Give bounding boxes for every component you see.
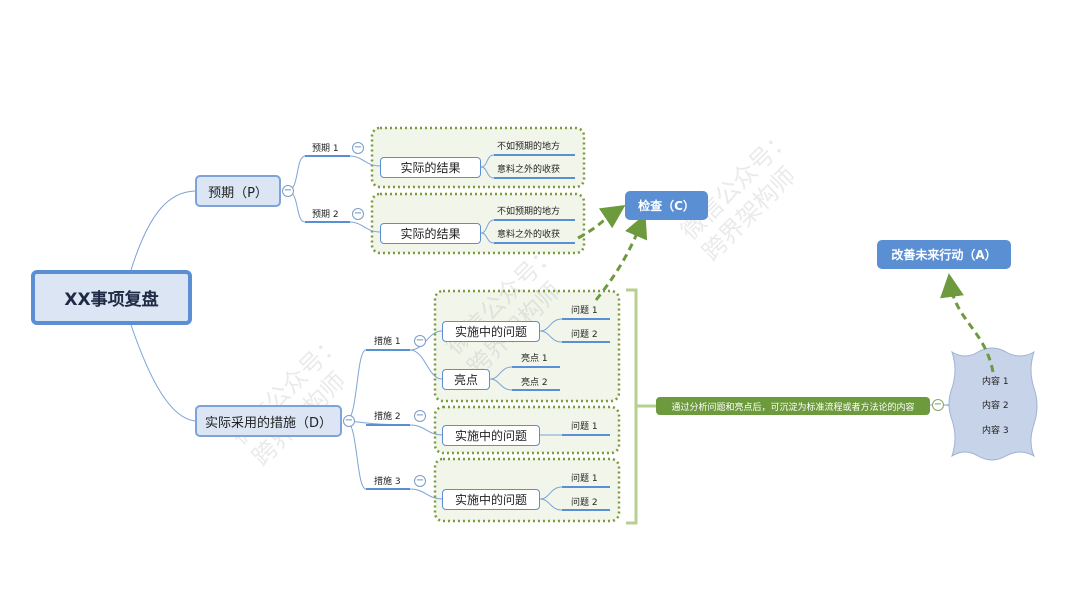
improve-node[interactable]: 改善未来行动（A） bbox=[877, 240, 1011, 269]
collapse-toggle-icon[interactable]: − bbox=[414, 335, 426, 347]
collapse-toggle-icon[interactable]: − bbox=[343, 415, 355, 427]
summary-node[interactable]: 通过分析问题和亮点后，可沉淀为标准流程或者方法论的内容 bbox=[656, 397, 930, 415]
result-sub-1-1[interactable]: 不如预期的地方 bbox=[497, 142, 561, 152]
collapse-toggle-icon[interactable]: − bbox=[414, 475, 426, 487]
root-topic[interactable]: XX事项复盘 bbox=[31, 270, 192, 325]
issue-node-1[interactable]: 实施中的问题 bbox=[442, 321, 540, 342]
branch-actions[interactable]: 实际采用的措施（D） bbox=[195, 405, 342, 437]
issue-node-3[interactable]: 实施中的问题 bbox=[442, 489, 540, 510]
action-label-2[interactable]: 措施 2 bbox=[374, 412, 401, 422]
label-underlines bbox=[305, 154, 1020, 511]
summary-bracket bbox=[626, 288, 656, 525]
result-sub-2-2[interactable]: 意料之外的收获 bbox=[497, 230, 561, 240]
collapse-toggle-icon[interactable]: − bbox=[932, 399, 944, 411]
issue-sub-3-1[interactable]: 问题 1 bbox=[571, 474, 598, 484]
result-sub-1-2[interactable]: 意料之外的收获 bbox=[497, 165, 561, 175]
expect-label-1[interactable]: 预期 1 bbox=[312, 144, 339, 154]
content-item-2[interactable]: 内容 2 bbox=[982, 401, 1009, 411]
result-node-2[interactable]: 实际的结果 bbox=[380, 223, 481, 244]
highlight-node-1[interactable]: 亮点 bbox=[442, 369, 490, 390]
collapse-toggle-icon[interactable]: − bbox=[352, 142, 364, 154]
collapse-toggle-icon[interactable]: − bbox=[282, 185, 294, 197]
issue-node-2[interactable]: 实施中的问题 bbox=[442, 425, 540, 446]
issue-sub-3-2[interactable]: 问题 2 bbox=[571, 498, 598, 508]
action-label-3[interactable]: 措施 3 bbox=[374, 477, 401, 487]
collapse-toggle-icon[interactable]: − bbox=[352, 208, 364, 220]
wavy-content-frame bbox=[948, 347, 1038, 461]
issue-sub-1-1[interactable]: 问题 1 bbox=[571, 306, 598, 316]
branch-connectors bbox=[130, 154, 1021, 511]
result-node-1[interactable]: 实际的结果 bbox=[380, 157, 481, 178]
result-sub-2-1[interactable]: 不如预期的地方 bbox=[497, 207, 561, 217]
expect-label-2[interactable]: 预期 2 bbox=[312, 210, 339, 220]
highlight-sub-1-2[interactable]: 亮点 2 bbox=[521, 378, 548, 388]
content-item-1[interactable]: 内容 1 bbox=[982, 377, 1009, 387]
action-label-1[interactable]: 措施 1 bbox=[374, 337, 401, 347]
dashed-arrows bbox=[577, 205, 995, 373]
content-item-3[interactable]: 内容 3 bbox=[982, 426, 1009, 436]
issue-sub-1-2[interactable]: 问题 2 bbox=[571, 330, 598, 340]
check-node[interactable]: 检查（C） bbox=[625, 191, 708, 220]
issue-sub-2-1[interactable]: 问题 1 bbox=[571, 422, 598, 432]
highlight-sub-1-1[interactable]: 亮点 1 bbox=[521, 354, 548, 364]
collapse-toggle-icon[interactable]: − bbox=[414, 410, 426, 422]
branch-planned[interactable]: 预期（P） bbox=[195, 175, 281, 207]
